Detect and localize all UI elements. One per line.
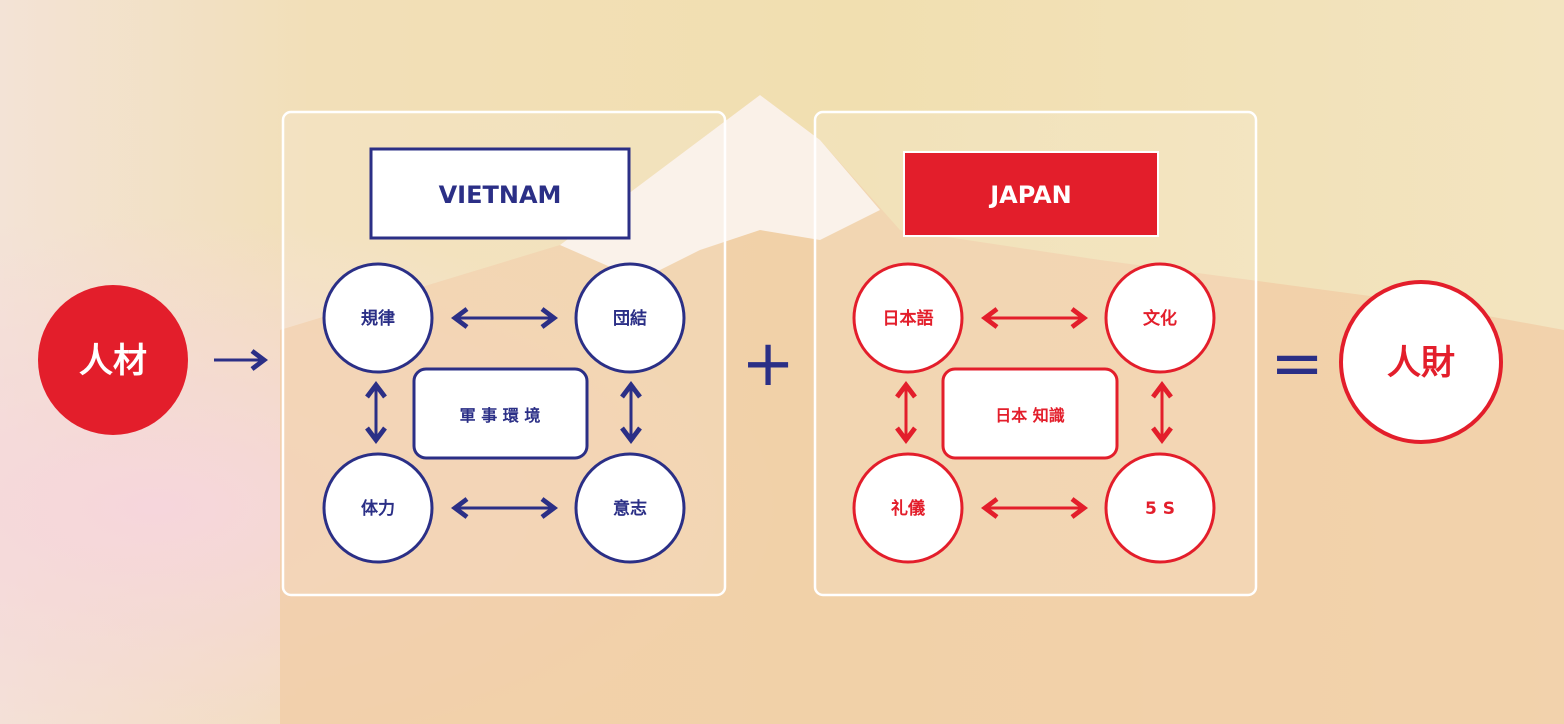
input-node: 人材 — [38, 285, 188, 435]
japan-node: 礼儀 — [891, 498, 925, 519]
svg-text:人財: 人財 — [1387, 343, 1455, 383]
svg-text:=: = — [1270, 327, 1324, 401]
vietnam-center-box — [412, 367, 589, 460]
vietnam-node: 体力 — [361, 498, 395, 519]
japan-panel: JAPAN 日本 知識 日本語 文化 礼儀 5 S — [813, 110, 1258, 597]
vietnam-panel: VIETNAM 軍 事 環 境 規律 団結 体力 意志 — [281, 110, 727, 597]
equals-sign: = — [1270, 327, 1324, 401]
japan-node: 日本語 — [883, 308, 934, 329]
vietnam-node: 規律 — [361, 308, 395, 329]
mountain-snowcap — [560, 95, 880, 280]
svg-text:人材: 人材 — [79, 341, 147, 381]
japan-node: 文化 — [1143, 308, 1177, 329]
japan-center-box — [941, 367, 1119, 460]
japan-center-label: 日本 知識 — [995, 406, 1065, 425]
vietnam-node: 団結 — [613, 308, 647, 329]
japan-title-box — [903, 151, 1159, 237]
vietnam-node: 意志 — [613, 498, 647, 519]
output-node: 人財 — [1339, 280, 1503, 444]
vietnam-title: VIETNAM — [439, 181, 562, 209]
vietnam-title-box — [369, 147, 631, 240]
plus-sign: + — [741, 327, 795, 401]
svg-text:+: + — [741, 327, 795, 401]
japan-title: JAPAN — [988, 181, 1072, 209]
vietnam-center-label: 軍 事 環 境 — [460, 406, 541, 425]
japan-node: 5 S — [1145, 499, 1175, 519]
